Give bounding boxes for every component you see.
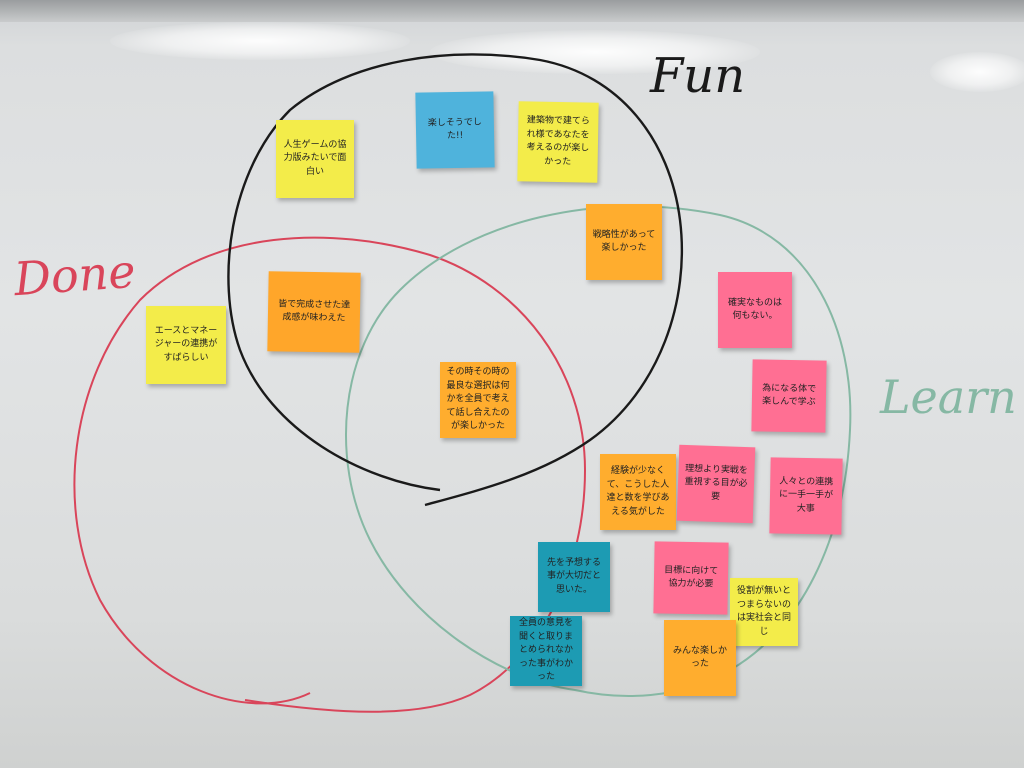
sticky-note[interactable]: 確実なものは何もない。 — [718, 272, 792, 348]
sticky-note[interactable]: 役割が無いとつまらないのは実社会と同じ — [730, 578, 798, 646]
sticky-note[interactable]: その時その時の最良な選択は何かを全員で考えて話し合えたのが楽しかった — [440, 362, 516, 438]
sticky-note[interactable]: 楽しそうでした!! — [415, 91, 494, 168]
sticky-note[interactable]: 目標に向けて協力が必要 — [653, 541, 728, 614]
done-label: Done — [12, 244, 137, 306]
sticky-note[interactable]: 先を予想する事が大切だと思いた。 — [538, 542, 610, 612]
sticky-note[interactable]: みんな楽しかった — [664, 620, 736, 696]
sticky-note[interactable]: 経験が少なくて、こうした人達と数を学びあえる気がした — [600, 454, 676, 530]
fun-label: Fun — [650, 48, 745, 104]
sticky-note[interactable]: エースとマネージャーの連携がすばらしい — [146, 306, 226, 384]
sticky-note[interactable]: 皆で完成させた達成感が味わえた — [267, 271, 360, 353]
learn-label: Learn — [880, 370, 1017, 424]
sticky-note[interactable]: 理想より実戦を重視する目が必要 — [677, 445, 756, 524]
sticky-note[interactable]: 全員の意見を聞くと取りまとめられなかった事がわかった — [510, 616, 582, 686]
sticky-note[interactable]: 人生ゲームの協力版みたいで面白い — [276, 120, 354, 198]
sticky-note[interactable]: 為になる体で楽しんで学ぶ — [751, 359, 826, 432]
sticky-note[interactable]: 人々との連携に一手一手が大事 — [769, 457, 842, 534]
sticky-note[interactable]: 戦略性があって楽しかった — [586, 204, 662, 280]
sticky-note[interactable]: 建築物で建てられ様であなたを考えるのが楽しかった — [517, 101, 598, 182]
